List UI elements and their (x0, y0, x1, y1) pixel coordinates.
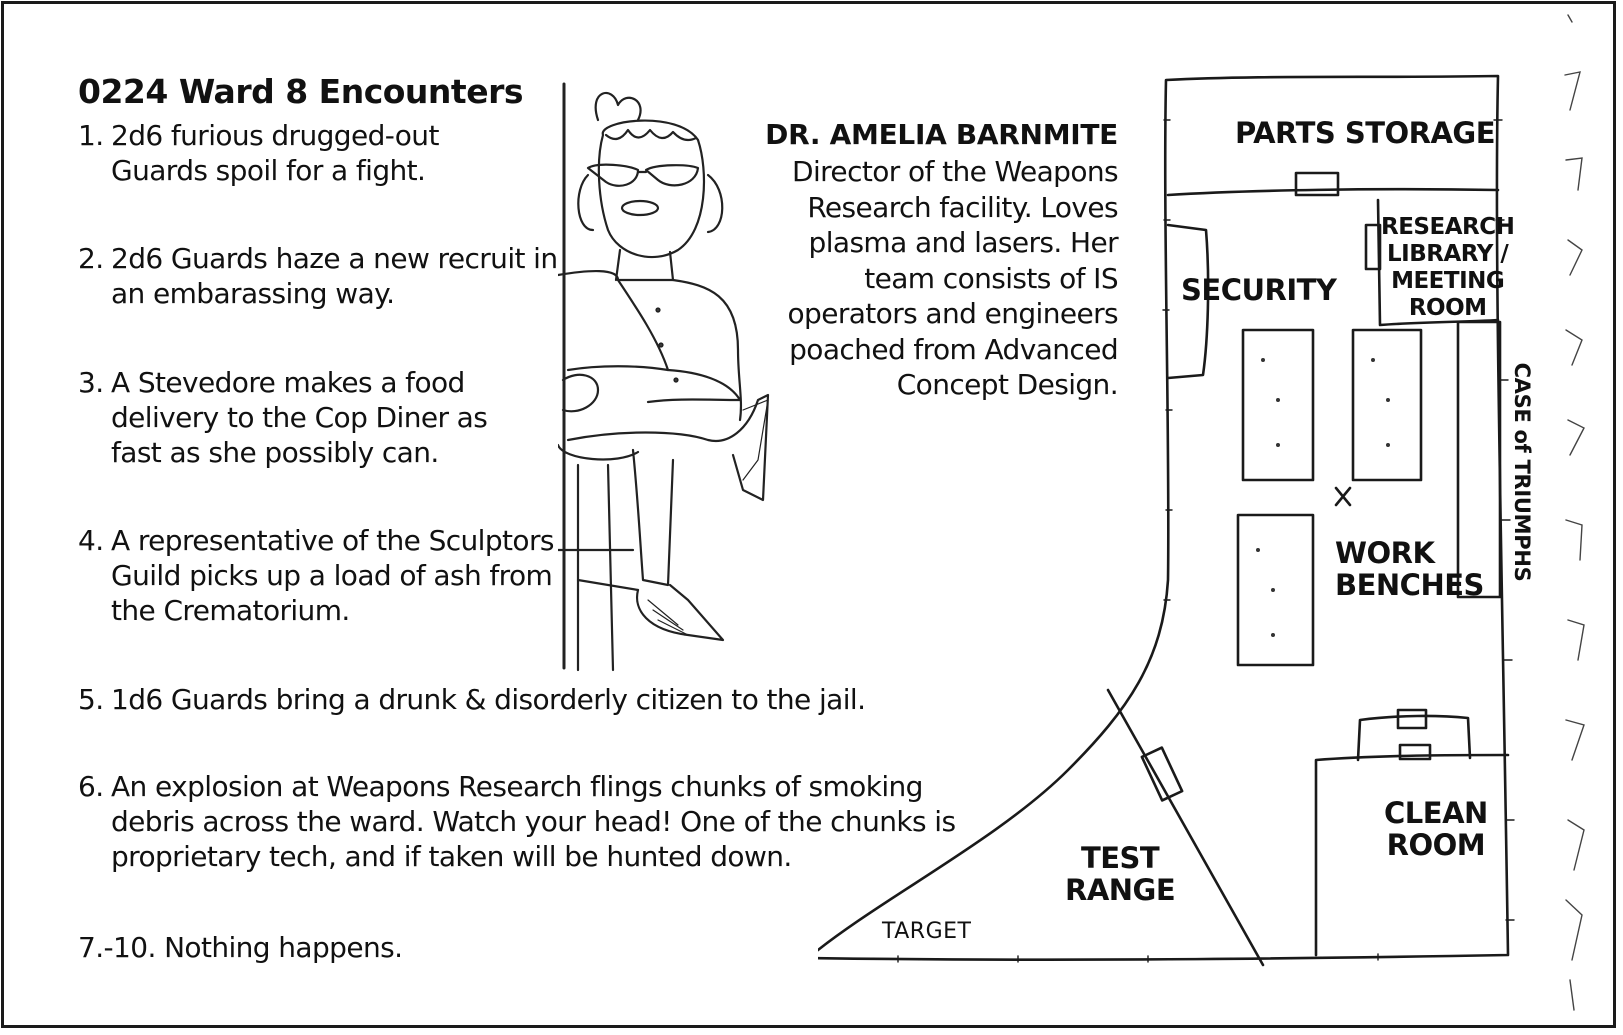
encounter-number: 7.-10. (78, 931, 156, 964)
shoe (636, 583, 725, 642)
door (1396, 708, 1428, 730)
x-mark-icon (1334, 486, 1352, 507)
map-label-clean-room: CLEAN ROOM (1384, 796, 1488, 862)
work-bench (1236, 513, 1315, 667)
encounter-text: 2d6 Guards haze a new recruit in an emba… (111, 242, 558, 310)
map-label-work-benches: WORK BENCHES (1335, 536, 1484, 602)
map-label-test-range: TEST RANGE (1065, 841, 1176, 907)
encounter-item-6: 6. An explosion at Weapons Research flin… (78, 769, 958, 874)
work-bench (1351, 328, 1423, 482)
hair-bun (594, 92, 642, 122)
encounter-number: 2. (78, 242, 104, 275)
outer-wall (818, 74, 1510, 961)
hair-fringe (604, 128, 698, 142)
security-room-wall (1166, 223, 1210, 380)
encounter-text: 1d6 Guards bring a drunk & disorderly ci… (111, 683, 866, 716)
encounter-item-3: 3. A Stevedore makes a food delivery to … (78, 365, 528, 470)
npc-name: DR. AMELIA BARNMITE (765, 118, 1118, 151)
encounter-item-7: 7.-10. Nothing happens. (78, 930, 498, 965)
encounter-number: 5. (78, 683, 104, 716)
leg (631, 448, 675, 587)
torso (558, 269, 743, 422)
arm (566, 365, 742, 404)
character-sketch (558, 82, 770, 672)
leg-crossed (566, 393, 770, 502)
door (1364, 223, 1382, 271)
door (1294, 171, 1340, 197)
encounter-item-5: 5. 1d6 Guards bring a drunk & disorderly… (78, 682, 918, 717)
map-label-target: TARGET (882, 919, 972, 944)
encounter-text: A representative of the Sculptors Guild … (111, 524, 554, 627)
door (1140, 746, 1184, 802)
case-of-triumphs (1456, 320, 1502, 599)
test-range-wall (1106, 688, 1265, 967)
encounter-text: An explosion at Weapons Research flings … (111, 770, 956, 873)
encounter-text: Nothing happens. (164, 931, 403, 964)
encounter-number: 3. (78, 366, 104, 399)
work-bench (1241, 328, 1315, 482)
encounter-item-4: 4. A representative of the Sculptors Gui… (78, 523, 558, 628)
glasses-icon (586, 163, 640, 187)
encounter-number: 6. (78, 770, 104, 803)
parts-storage-wall (1166, 187, 1500, 197)
encounter-number: 4. (78, 524, 104, 557)
hand (561, 373, 600, 413)
encounter-text: A Stevedore makes a food delivery to the… (111, 366, 488, 469)
encounter-number: 1. (78, 119, 104, 152)
map-label-parts-storage: PARTS STORAGE (1235, 116, 1496, 150)
map-label-research-library: RESEARCH LIBRARY / MEETING ROOM (1381, 214, 1515, 321)
head (597, 119, 706, 259)
map-label-case-of-triumphs: CASE of TRIUMPHS (1510, 362, 1534, 582)
clean-room-wall (1314, 753, 1510, 957)
encounter-item-2: 2. 2d6 Guards haze a new recruit in an e… (78, 241, 568, 311)
encounter-item-1: 1. 2d6 furious drugged-out Guards spoil … (78, 118, 468, 188)
stool-legs (576, 463, 615, 672)
page-title: 0224 Ward 8 Encounters (78, 72, 524, 111)
library-room-wall (1376, 198, 1500, 327)
map-label-security: SECURITY (1181, 273, 1337, 307)
stool-seat (558, 443, 640, 461)
npc-description: Director of the Weapons Research facilit… (787, 155, 1118, 401)
edge-marks (1564, 14, 1585, 1011)
encounter-text: 2d6 furious drugged-out Guards spoil for… (111, 119, 439, 187)
facility-map (818, 74, 1515, 967)
door (1398, 743, 1432, 761)
